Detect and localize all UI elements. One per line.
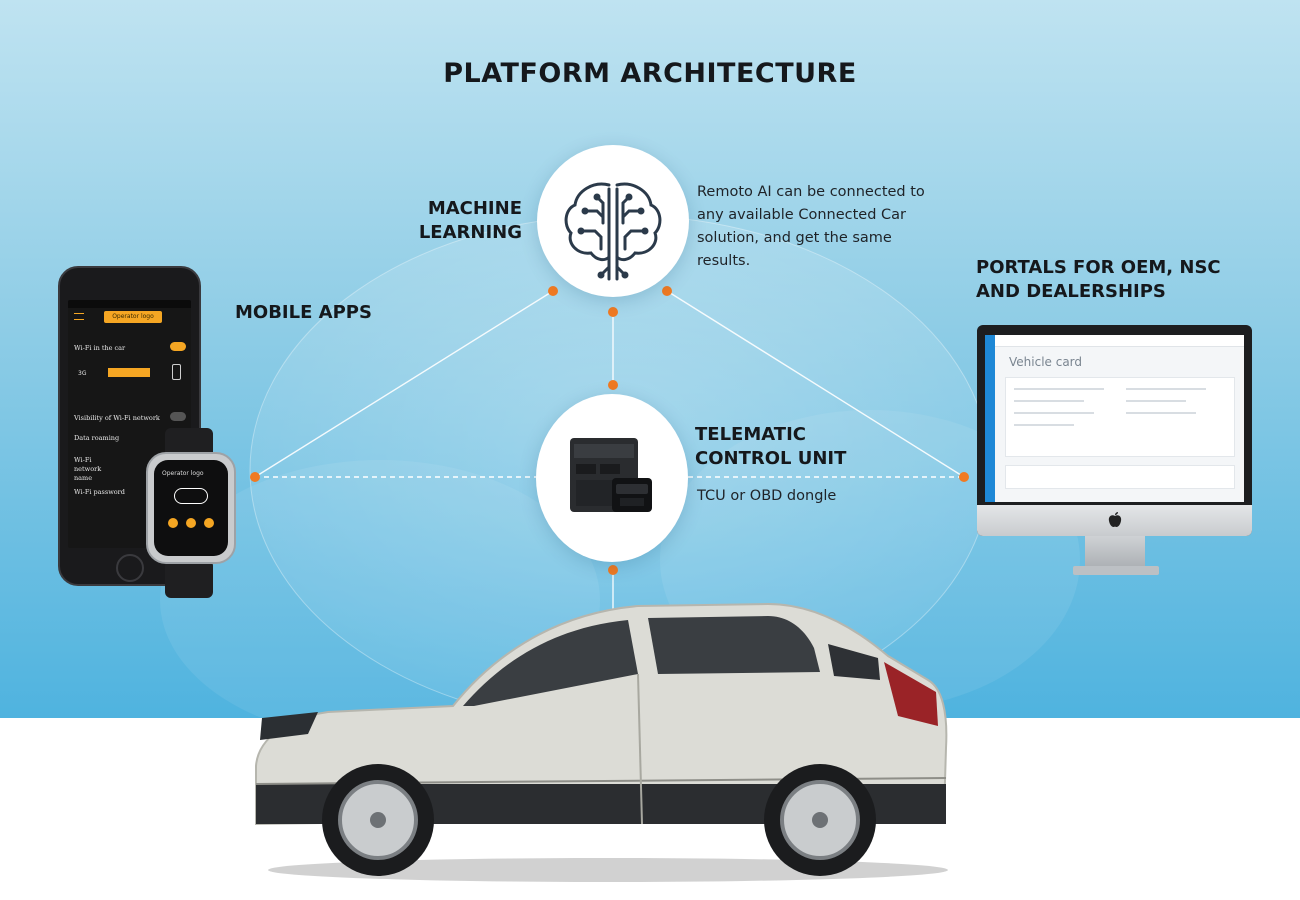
node-dot [959,472,969,482]
portals-label-line1: PORTALS FOR OEM, NSC [976,257,1221,278]
menu-icon [74,313,84,320]
data-bar [108,368,150,377]
tcu-subtitle: TCU or OBD dongle [697,488,837,504]
obd-dongle-icon [612,478,652,512]
brain-circuit-icon [564,182,662,281]
description-line: any available Connected Car [697,207,906,223]
watch-action-icon [168,518,178,528]
tcu-label-line2: CONTROL UNIT [695,448,847,469]
machine-learning-circle [537,145,689,297]
tcu-label-line1: TELEMATIC [695,424,806,445]
portal-heading: Vehicle card [1009,355,1083,369]
node-dot [662,286,672,296]
tcu-circle [536,394,688,562]
network-label: 3G [78,370,87,377]
phone-row: Data roaming [74,434,120,442]
monitor-stand [1085,536,1145,570]
watch-action-icon [186,518,196,528]
device-icon [172,364,181,380]
description-line: results. [697,253,751,269]
watch-action-icon [204,518,214,528]
monitor-chin [977,505,1252,536]
node-dot [250,472,260,482]
phone-row: Visibility of Wi-Fi network [74,414,160,422]
monitor-stand-foot [1073,566,1159,575]
portal-card [1005,377,1235,457]
page-title: PLATFORM ARCHITECTURE [443,58,857,89]
car-image [255,602,948,882]
connector-line [666,290,965,478]
desktop-monitor: Vehicle card [977,325,1252,536]
mobile-apps-label: MOBILE APPS [235,302,372,323]
watch-header: Operator logo [162,470,204,477]
watch-screen: Operator logo [154,460,228,556]
operator-logo-button: Operator logo [104,311,162,323]
portal-screen: Vehicle card [985,335,1244,502]
portal-section [1005,465,1235,489]
machine-learning-label-line1: MACHINE [427,198,522,219]
phone-home-button [116,554,144,582]
node-dot [608,307,618,317]
phone-row: Wi-Fi password [74,488,125,496]
phone-status-bar [68,300,191,308]
portals-label: PORTALS FOR OEM, NSC AND DEALERSHIPS [976,256,1276,304]
portal-topbar [995,335,1244,347]
tcu-label: TELEMATIC CONTROL UNIT [695,423,915,471]
phone-row: Wi-Fi in the car [74,344,126,352]
node-dot [548,286,558,296]
connector-line [254,290,554,478]
machine-learning-label-line2: LEARNING [418,222,522,243]
car-icon [174,488,208,504]
toggle-off [170,412,186,421]
phone-row: Wi-Fi network name [74,456,102,482]
apple-logo-icon [1108,512,1122,527]
machine-learning-description: Remoto AI can be connected to any availa… [697,181,937,273]
node-dot [608,565,618,575]
portals-label-line2: AND DEALERSHIPS [976,281,1166,302]
node-dot [608,380,618,390]
description-line: solution, and get the same [697,230,892,246]
toggle-on [170,342,186,351]
watch-band-bottom [165,560,213,598]
tcu-device-icon [570,438,652,512]
machine-learning-label: MACHINE LEARNING [404,197,522,245]
smartwatch-device: Operator logo [146,452,236,564]
portal-sidebar [985,335,995,502]
description-line: Remoto AI can be connected to [697,184,925,200]
